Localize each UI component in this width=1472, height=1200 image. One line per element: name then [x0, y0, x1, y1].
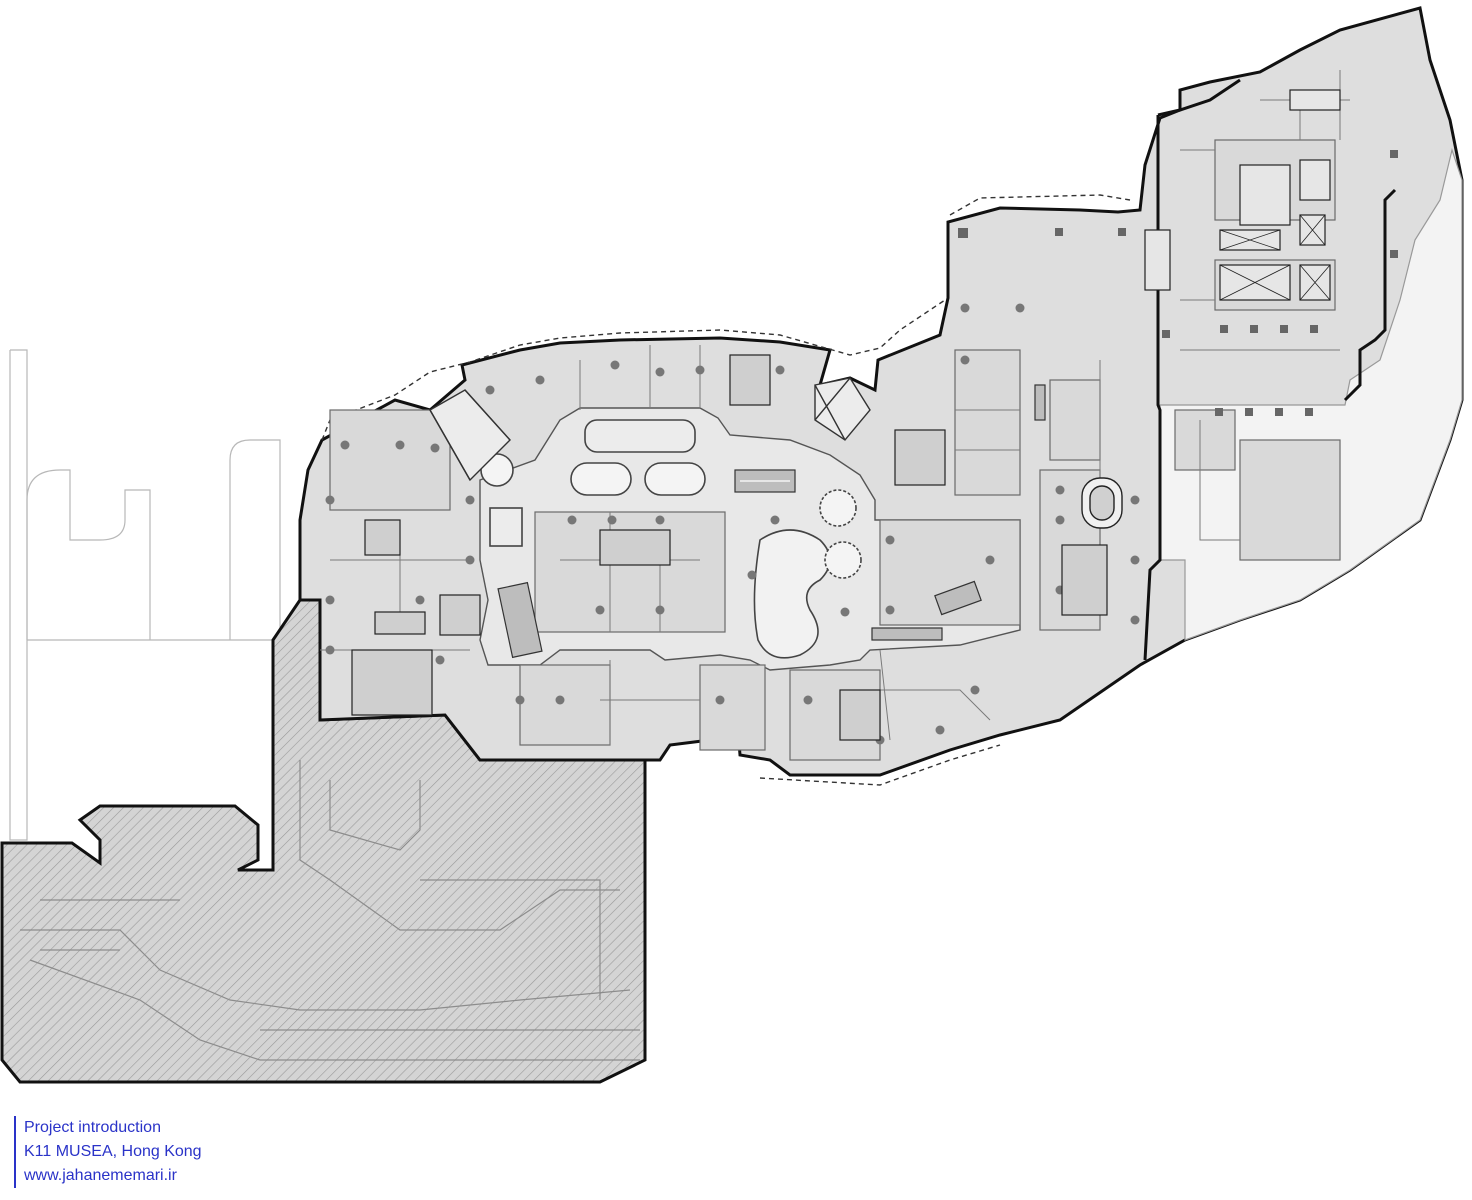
caption-line-title: Project introduction [24, 1119, 161, 1136]
canopy-outline [321, 194, 1131, 786]
thick-walls [1143, 78, 1397, 661]
service-cores [351, 354, 1108, 741]
project-caption: Project introduction K11 MUSEA, Hong Kon… [14, 1116, 202, 1188]
tower-core-x-marks [1219, 214, 1331, 301]
context-outlines [9, 349, 281, 841]
east-terrace [1159, 147, 1463, 641]
oval-stair [1081, 477, 1123, 529]
caption-line-website: www.jahanememari.ir [24, 1167, 177, 1184]
atrium-features [480, 419, 862, 659]
light-wells [429, 377, 871, 482]
hatched-block-details [20, 760, 640, 1061]
caption-line-project: K11 MUSEA, Hong Kong [24, 1143, 202, 1160]
floor-plan-drawing [0, 6, 1464, 1084]
square-columns [958, 150, 1398, 416]
escalators [497, 384, 1046, 659]
